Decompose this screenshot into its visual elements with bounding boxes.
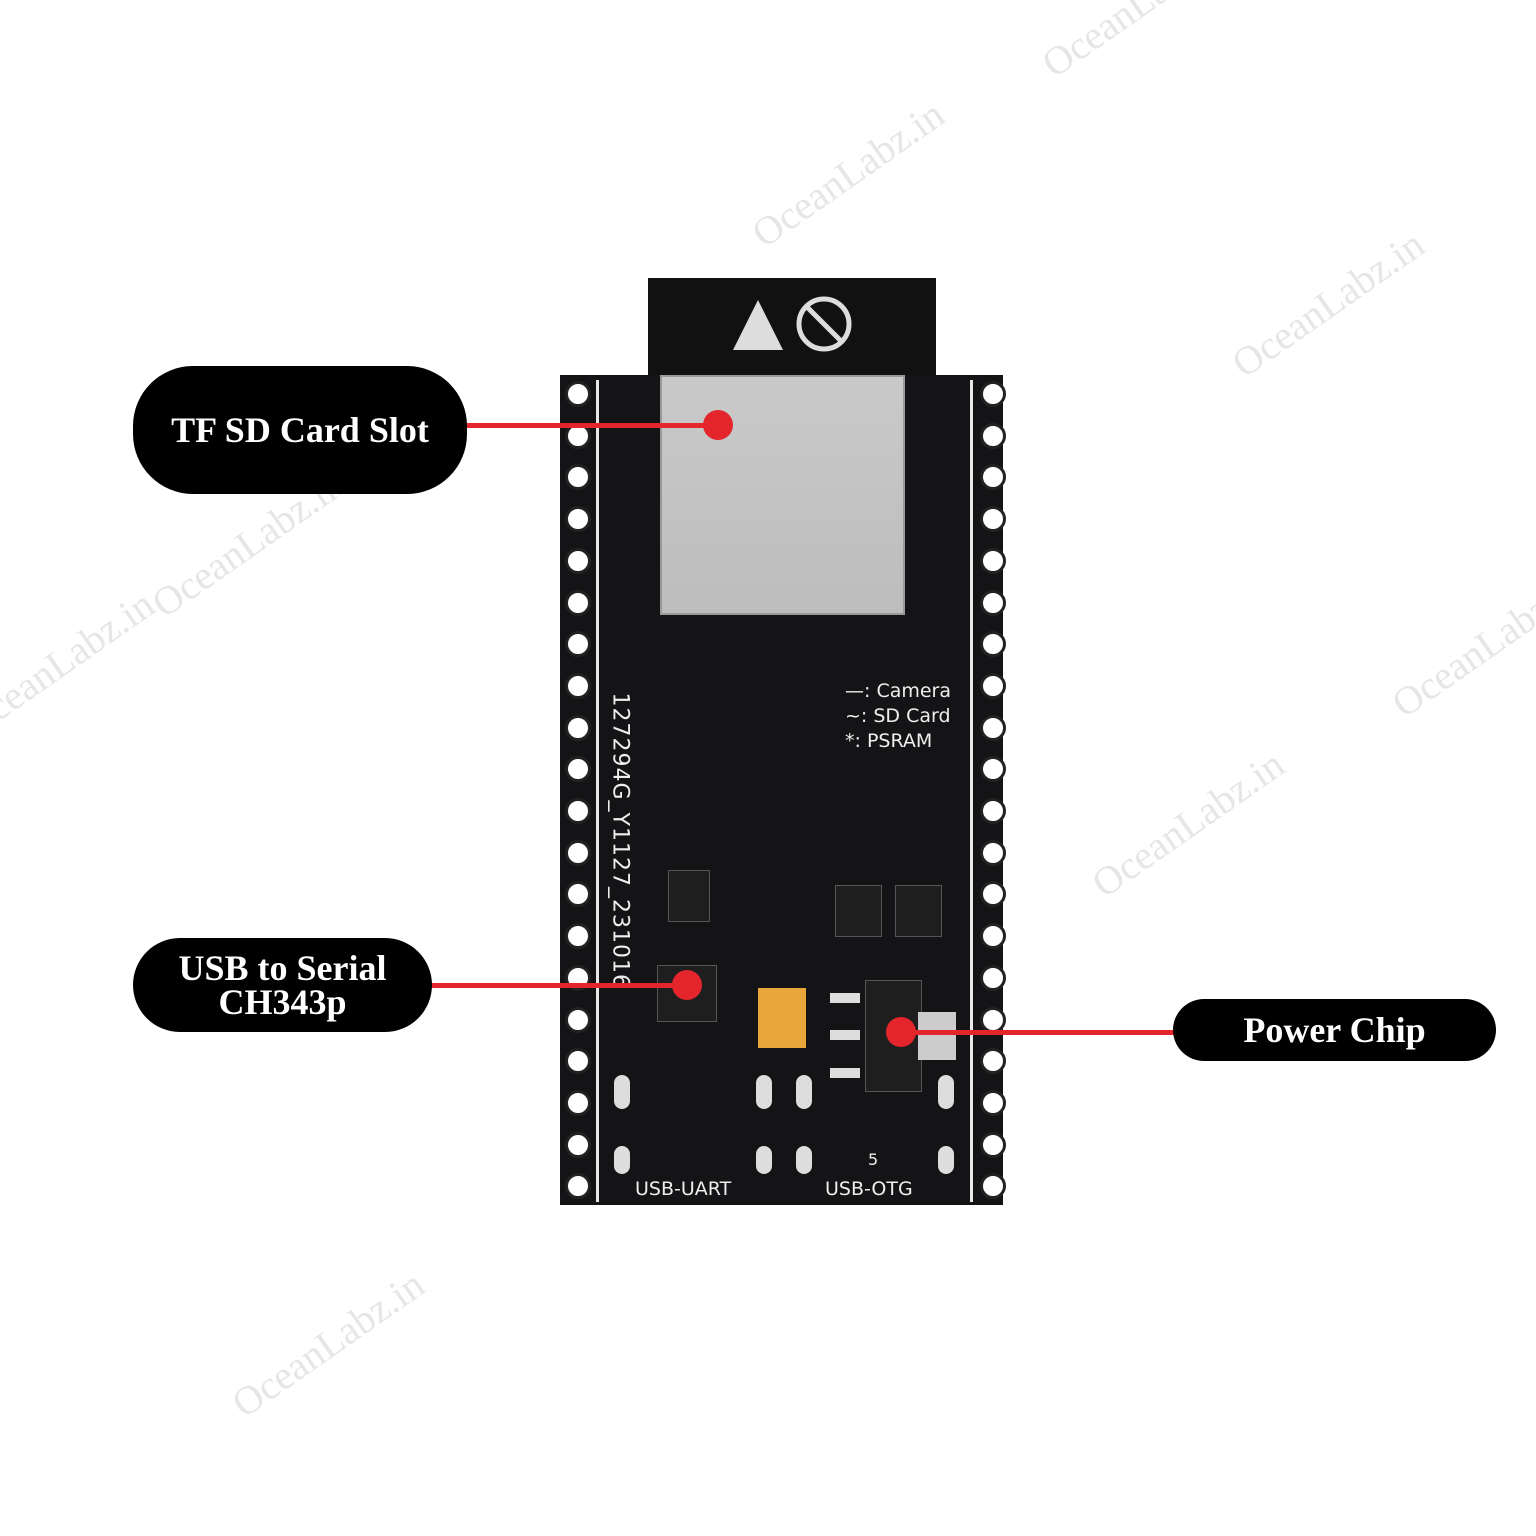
- header-pin-hole: [565, 1048, 591, 1075]
- watermark: OceanLabz.in: [1383, 561, 1536, 727]
- legend-sd: ~: SD Card: [845, 705, 951, 727]
- header-pin-hole: [565, 506, 591, 533]
- esp-module: [648, 278, 936, 378]
- header-pin-hole: [565, 714, 591, 741]
- usb-slot: [756, 1075, 772, 1109]
- usb-slot: [614, 1075, 630, 1109]
- header-pin-hole: [980, 1089, 1006, 1116]
- callout-usb-line1: USB to Serial: [178, 948, 387, 988]
- header-pin-hole: [980, 714, 1006, 741]
- callout-dot-sd: [703, 410, 733, 440]
- callout-sd-label: TF SD Card Slot: [171, 410, 429, 450]
- header-pin-hole: [980, 1048, 1006, 1075]
- watermark: OceanLabz.in: [1083, 741, 1293, 907]
- usb-slot: [796, 1146, 812, 1174]
- callout-line-sd: [460, 423, 718, 428]
- header-pin-hole: [980, 1131, 1006, 1158]
- usb-slot: [938, 1146, 954, 1174]
- header-pin-hole: [980, 1173, 1006, 1200]
- header-pin-hole: [980, 631, 1006, 658]
- callout-dot-usb: [672, 970, 702, 1000]
- header-pin-hole: [980, 464, 1006, 491]
- header-pin-hole: [980, 964, 1006, 991]
- callout-power-chip: Power Chip: [1173, 999, 1496, 1061]
- header-pin-hole: [565, 756, 591, 783]
- header-pin-hole: [565, 464, 591, 491]
- right-rail: [970, 380, 973, 1202]
- header-pin-hole: [565, 672, 591, 699]
- transistor: [835, 885, 882, 937]
- tantalum-capacitor: [758, 988, 806, 1048]
- header-pin-hole: [565, 1173, 591, 1200]
- callout-line-power: [900, 1030, 1180, 1035]
- header-pin-hole: [980, 547, 1006, 574]
- pad: [830, 1030, 860, 1040]
- usb-slot: [614, 1146, 630, 1174]
- header-pin-hole: [980, 506, 1006, 533]
- pad: [830, 1068, 860, 1078]
- header-pin-hole: [565, 381, 591, 407]
- usb-uart-label: USB-UART: [635, 1178, 732, 1200]
- transistor: [895, 885, 942, 937]
- header-pin-hole: [980, 381, 1006, 407]
- callout-dot-power: [886, 1017, 916, 1047]
- esd-warning-icon: [733, 296, 852, 352]
- serial-text: 127294G_Y1127_231016: [607, 692, 633, 989]
- header-pin-hole: [980, 589, 1006, 616]
- header-pin-hole: [980, 1006, 1006, 1033]
- callout-power-label: Power Chip: [1243, 1010, 1426, 1050]
- header-pin-hole: [980, 881, 1006, 908]
- header-pin-hole: [980, 672, 1006, 699]
- header-pin-hole: [565, 1131, 591, 1158]
- header-pin-hole: [565, 1006, 591, 1033]
- header-pin-hole: [980, 923, 1006, 950]
- legend-camera: —: Camera: [845, 680, 952, 702]
- header-pin-hole: [565, 631, 591, 658]
- mark-5: 5: [868, 1150, 879, 1169]
- header-pin-hole: [565, 923, 591, 950]
- header-pin-hole: [980, 422, 1006, 449]
- ic-chip: [668, 870, 710, 922]
- watermark: OceanLabz.in: [1033, 0, 1243, 87]
- watermark: OceanLabz.in: [0, 581, 163, 747]
- header-pin-hole: [565, 798, 591, 824]
- header-pin-hole: [565, 881, 591, 908]
- usb-otg-label: USB-OTG: [825, 1178, 913, 1200]
- watermark: OceanLabz.in: [743, 91, 953, 257]
- callout-line-usb: [425, 983, 687, 988]
- header-pin-hole: [565, 547, 591, 574]
- pad: [830, 993, 860, 1003]
- callout-usb-serial: USB to Serial CH343p: [133, 938, 432, 1032]
- left-rail: [596, 380, 599, 1202]
- header-pin-hole: [980, 798, 1006, 824]
- legend-psram: *: PSRAM: [845, 730, 933, 752]
- usb-slot: [756, 1146, 772, 1174]
- header-pin-hole: [565, 839, 591, 866]
- power-chip-tab: [918, 1012, 956, 1060]
- callout-usb-line2: CH343p: [218, 982, 347, 1022]
- header-pin-hole: [565, 1089, 591, 1116]
- usb-slot: [938, 1075, 954, 1109]
- watermark: OceanLabz.in: [223, 1261, 433, 1427]
- usb-slot: [796, 1075, 812, 1109]
- header-pin-hole: [980, 756, 1006, 783]
- callout-sd-slot: TF SD Card Slot: [133, 366, 467, 494]
- header-pin-hole: [980, 839, 1006, 866]
- header-pin-hole: [565, 589, 591, 616]
- sd-card-slot: [660, 375, 905, 615]
- watermark: OceanLabz.in: [1223, 221, 1433, 387]
